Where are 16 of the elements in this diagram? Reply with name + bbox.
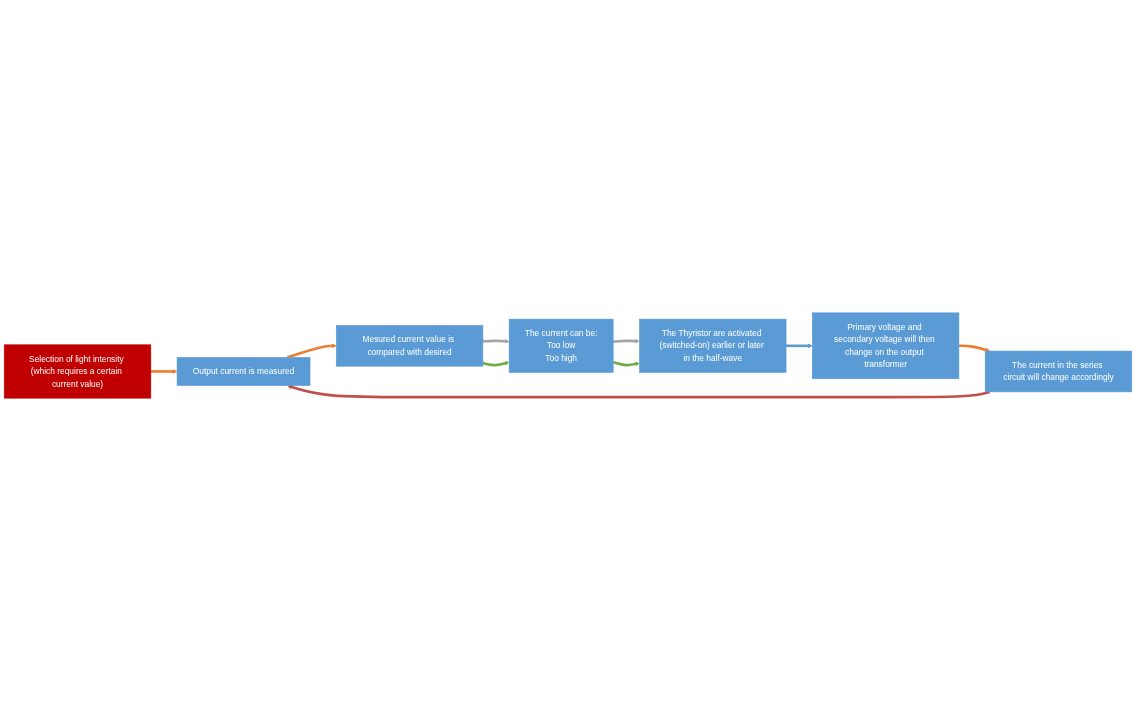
node-box: The current can be: Too low Too high <box>508 318 614 373</box>
arrow <box>150 369 178 374</box>
node-box: Primary voltage and secondary voltage will then change on the output transformer <box>812 312 960 380</box>
arrow <box>482 361 510 367</box>
arrow <box>958 344 990 353</box>
arrow <box>287 343 337 359</box>
arrow <box>613 338 640 344</box>
node-box: Selection of light intensity (which requires a certain current value) <box>3 344 152 399</box>
arrow <box>786 343 813 349</box>
node-box: The Thyristor are activated (switched-on) earlier or later in the half-wave <box>639 318 787 373</box>
arrow <box>482 339 510 344</box>
arrow <box>287 384 991 399</box>
node-box: The current in the series circuit will change accordingly <box>984 350 1133 393</box>
node-box: Output current is measured <box>176 357 311 386</box>
node-box: Mesured current value is compared with desired <box>336 325 484 367</box>
arrow <box>612 360 640 367</box>
